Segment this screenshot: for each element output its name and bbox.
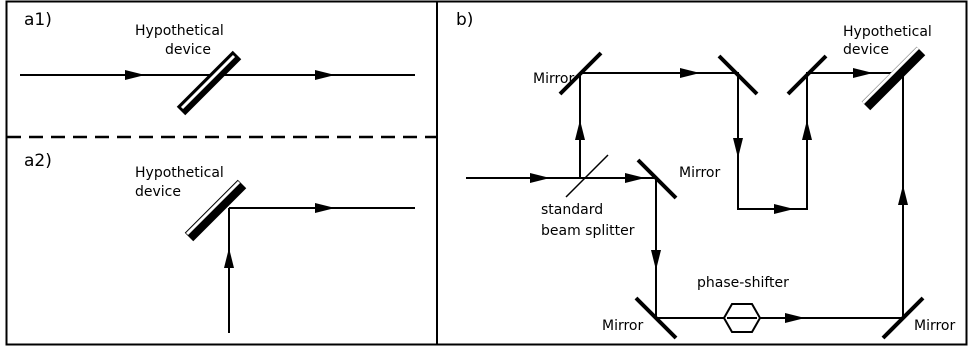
label-mirror-top-left: Mirror: [533, 71, 574, 87]
mirror-top-right-small: [786, 54, 828, 96]
hypothetical-device-a1: [176, 50, 242, 116]
mirror-bottom-right: [881, 296, 925, 340]
beam-upper-arm: [579, 72, 903, 210]
panel-label-a2: a2): [24, 151, 52, 171]
mirror-top-centre: [717, 54, 759, 96]
label-hypothetical-a2-line1: Hypothetical: [135, 165, 224, 181]
panel-a1: Hypothetical device: [20, 23, 415, 116]
panel-b: Mirror Mirror Mirror Mirror standard bea…: [466, 24, 955, 340]
mirror-top-left: [558, 51, 603, 96]
panel-a2: Hypothetical device: [135, 165, 415, 333]
standard-beam-splitter: [565, 154, 609, 198]
label-mirror-bottom-right: Mirror: [914, 318, 955, 334]
hypothetical-device-b: [861, 46, 926, 111]
label-phase-shifter: phase-shifter: [697, 275, 789, 291]
panel-label-a1: a1): [24, 10, 52, 30]
label-mirror-mid: Mirror: [679, 165, 720, 181]
label-hypothetical-a1-line2: device: [165, 42, 211, 58]
label-hypothetical-a1-line1: Hypothetical: [135, 23, 224, 39]
label-hypothetical-a2-line2: device: [135, 184, 181, 200]
figure-frame: [5, 0, 968, 346]
panel-label-b: b): [456, 10, 473, 30]
label-splitter-line2: beam splitter: [541, 223, 635, 239]
label-hypothetical-b-line1: Hypothetical: [843, 24, 932, 40]
mirror-bottom-left: [634, 296, 678, 340]
label-hypothetical-b-line2: device: [843, 42, 889, 58]
label-mirror-bottom-left: Mirror: [602, 318, 643, 334]
mirror-mid: [636, 158, 678, 200]
hypothetical-device-a2: [184, 179, 247, 242]
label-splitter-line1: standard: [541, 202, 603, 218]
